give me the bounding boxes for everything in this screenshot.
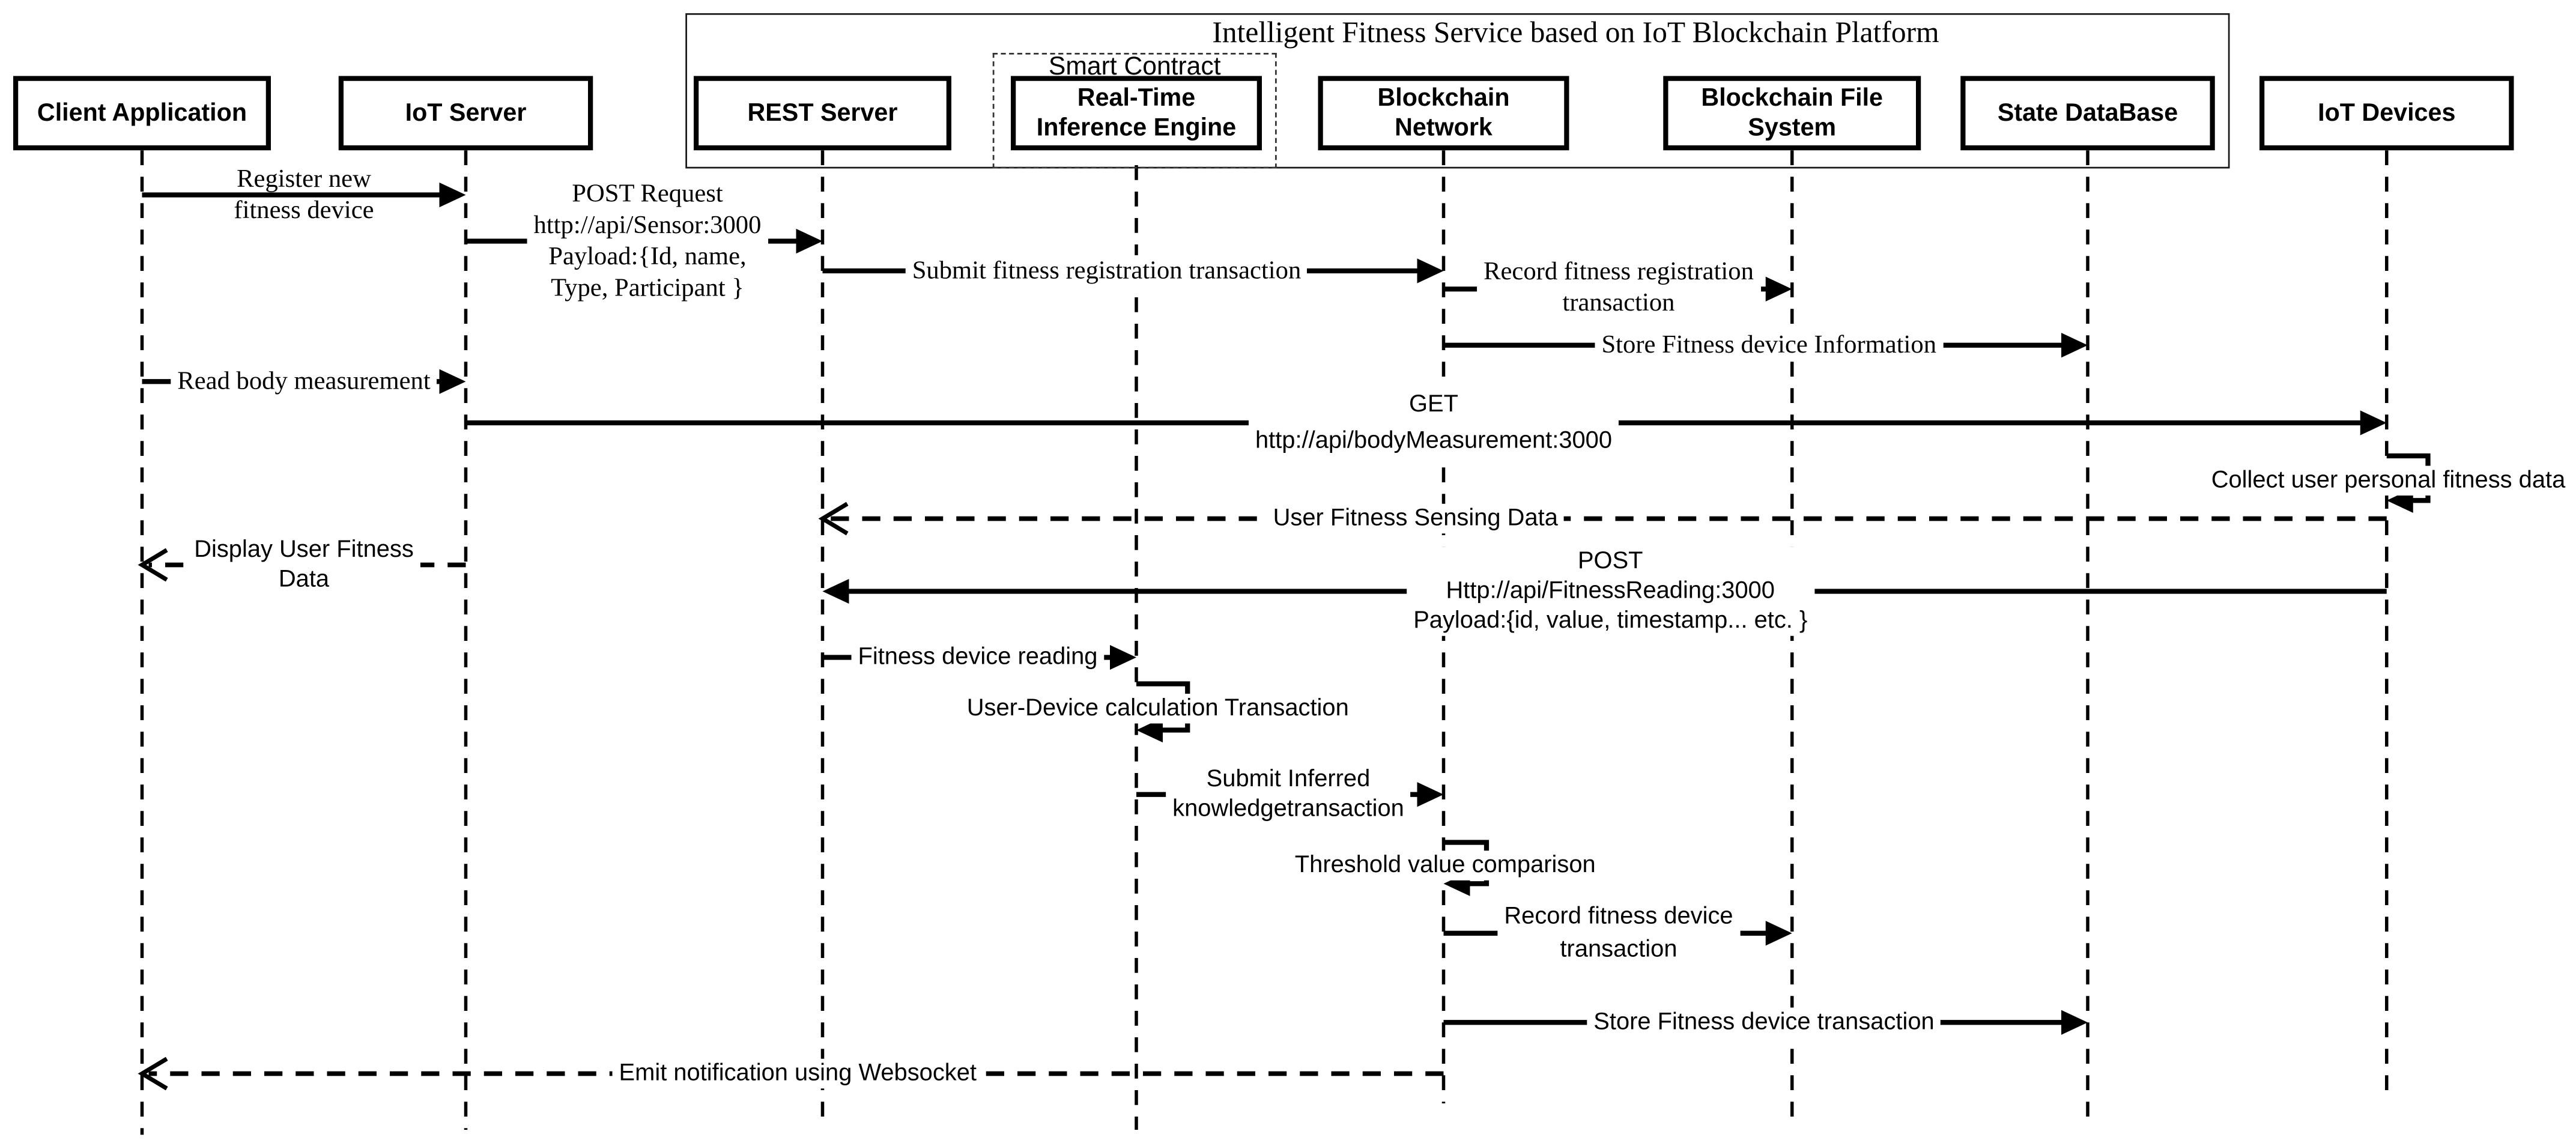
arrowhead-display-data [138, 548, 168, 582]
label-device-reading: Fitness device reading [851, 642, 1105, 673]
actor-label: State DataBase [1997, 98, 2178, 127]
label-threshold: Threshold value comparison [1288, 850, 1602, 881]
arrowhead-calculation [1136, 717, 1163, 743]
arrowhead-record-transaction [1765, 921, 1792, 946]
arrowhead-post-reading [822, 578, 849, 604]
actor-label: Inference Engine [1036, 113, 1237, 142]
arrowhead-device-reading [1110, 644, 1136, 670]
label-store-information: Store Fitness device Information [1595, 329, 1944, 361]
label-store-transaction: Store Fitness device transaction [1587, 1007, 1941, 1037]
arrowhead-emit-notification [138, 1057, 168, 1091]
diagram-title: Intelligent Fitness Service based on IoT… [1212, 16, 1939, 49]
actor-iot-server: IoT Server [338, 76, 593, 151]
arrowhead-register-device [439, 182, 466, 208]
label-calculation: User-Device calculation Transaction [960, 694, 1356, 724]
actor-rest-server: REST Server [694, 76, 951, 151]
label-display-data: Display User Fitness Data [187, 535, 420, 595]
label-emit-notification: Emit notification using Websocket [612, 1058, 983, 1089]
actor-state-database: State DataBase [1960, 76, 2215, 151]
platform-frame [685, 13, 2230, 169]
arrowhead-post-sensor [796, 228, 823, 254]
arrowhead-store-information [2061, 333, 2088, 358]
arrowhead-get-measurement [2360, 410, 2387, 435]
label-submit-registration: Submit fitness registration transaction [905, 255, 1308, 287]
label-get-measurement: GET http://api/bodyMeasurement:3000 [1248, 386, 1619, 459]
label-sensing-data: User Fitness Sensing Data [1266, 503, 1565, 534]
label-register-device: Register new fitness device [234, 165, 374, 225]
actor-label: System [1748, 113, 1837, 142]
label-collect-data: Collect user personal fitness data [2204, 465, 2572, 496]
label-record-transaction: Record fitness device transaction [1497, 900, 1740, 966]
actor-iot-devices: IoT Devices [2259, 76, 2514, 151]
actor-label: IoT Server [405, 98, 527, 127]
arrowhead-read-body [439, 369, 466, 394]
label-record-registration: Record fitness registration transaction [1477, 256, 1760, 319]
arrowhead-sensing-data [818, 502, 849, 536]
actor-label: Blockchain File [1701, 83, 1884, 112]
actor-label: REST Server [747, 98, 898, 127]
actor-label: IoT Devices [2318, 98, 2456, 127]
actor-label: Real-Time [1077, 83, 1196, 112]
actor-blockchain-file-system: Blockchain File System [1663, 76, 1921, 151]
label-submit-inferred: Submit Inferred knowledgetransaction [1166, 765, 1411, 825]
actor-label: Blockchain [1377, 83, 1510, 112]
label-post-reading: POST Http://api/FitnessReading:3000 Payl… [1407, 547, 1814, 636]
label-read-body: Read body measurement [171, 366, 437, 398]
label-post-sensor: POST Request http://api/Sensor:3000 Payl… [527, 178, 768, 304]
arrowhead-store-transaction [2061, 1010, 2088, 1035]
actor-client-application: Client Application [13, 76, 271, 151]
actor-label: Client Application [37, 98, 247, 127]
arrowhead-record-registration [1765, 276, 1792, 302]
actor-label: Network [1395, 113, 1493, 142]
actor-blockchain-network: Blockchain Network [1318, 76, 1569, 151]
smart-contract-group [992, 53, 1277, 169]
arrowhead-submit-registration [1417, 258, 1444, 283]
actor-inference-engine: Real-Time Inference Engine [1011, 76, 1262, 151]
arrowhead-submit-inferred [1417, 782, 1444, 807]
